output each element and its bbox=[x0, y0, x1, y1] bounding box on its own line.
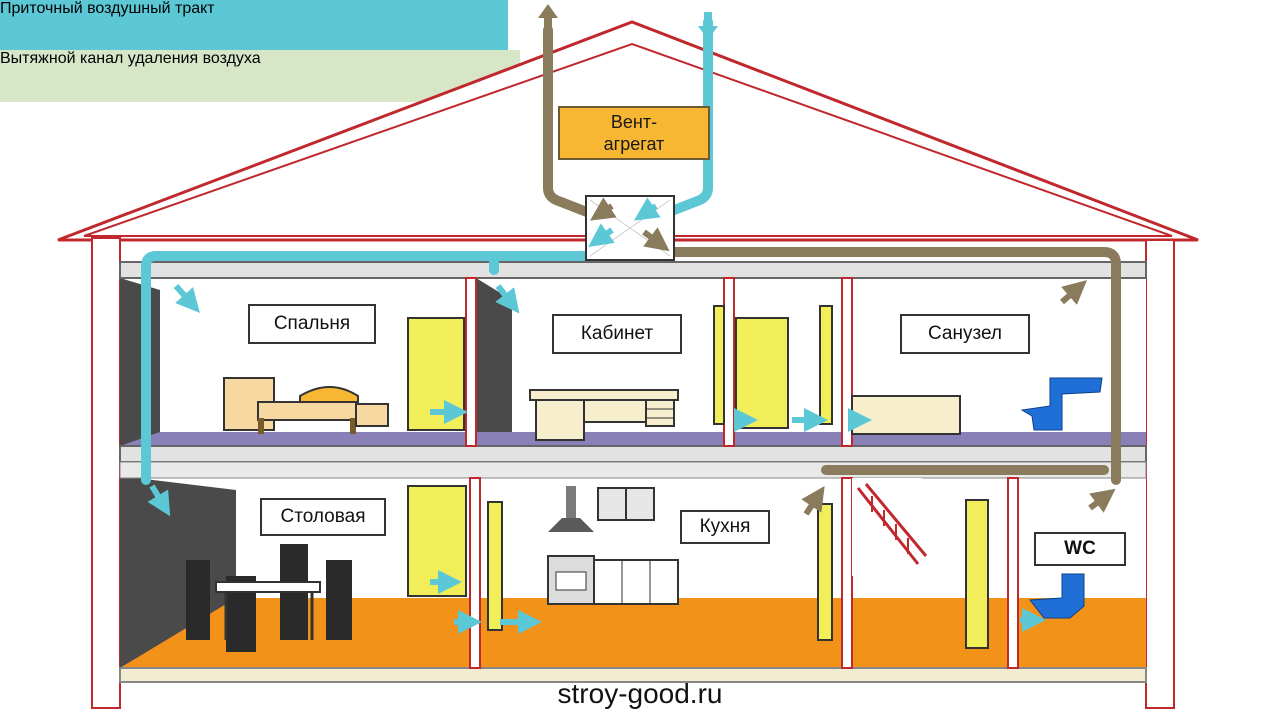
house-walls bbox=[91, 237, 1175, 709]
exhaust-channel-label: Вытяжной канал удаления воздуха bbox=[0, 50, 520, 102]
bedroom-furniture bbox=[223, 377, 389, 434]
room-airflow-arrows bbox=[147, 280, 1116, 634]
external-air-arrows bbox=[538, 4, 718, 40]
supply-duct bbox=[141, 17, 713, 485]
site-credit: stroy-good.ru bbox=[557, 678, 723, 709]
bathroom-fixtures bbox=[851, 377, 1103, 435]
room-label-dining: Столовая bbox=[260, 498, 386, 536]
exhaust-duct bbox=[543, 25, 1121, 485]
ventilation-unit-label: Вент- агрегат bbox=[558, 106, 710, 160]
dining-furniture bbox=[186, 544, 352, 652]
room-label-kitchen: Кухня bbox=[680, 510, 770, 544]
supply-tract-label: Приточный воздушный тракт bbox=[0, 0, 508, 50]
room-label-wc: WC bbox=[1034, 532, 1126, 566]
wc-toilet bbox=[1029, 573, 1085, 619]
room-label-bathroom: Санузел bbox=[900, 314, 1030, 354]
room-label-office: Кабинет bbox=[552, 314, 682, 354]
ventilation-unit-label-line1: Вент- bbox=[610, 112, 658, 132]
heat-exchanger bbox=[585, 195, 675, 261]
room-label-bedroom: Спальня bbox=[248, 304, 376, 344]
ventilation-unit-label-line2: агрегат bbox=[603, 134, 665, 154]
office-desk bbox=[529, 389, 679, 441]
kitchen-furniture bbox=[547, 486, 679, 605]
staircase bbox=[852, 478, 928, 576]
